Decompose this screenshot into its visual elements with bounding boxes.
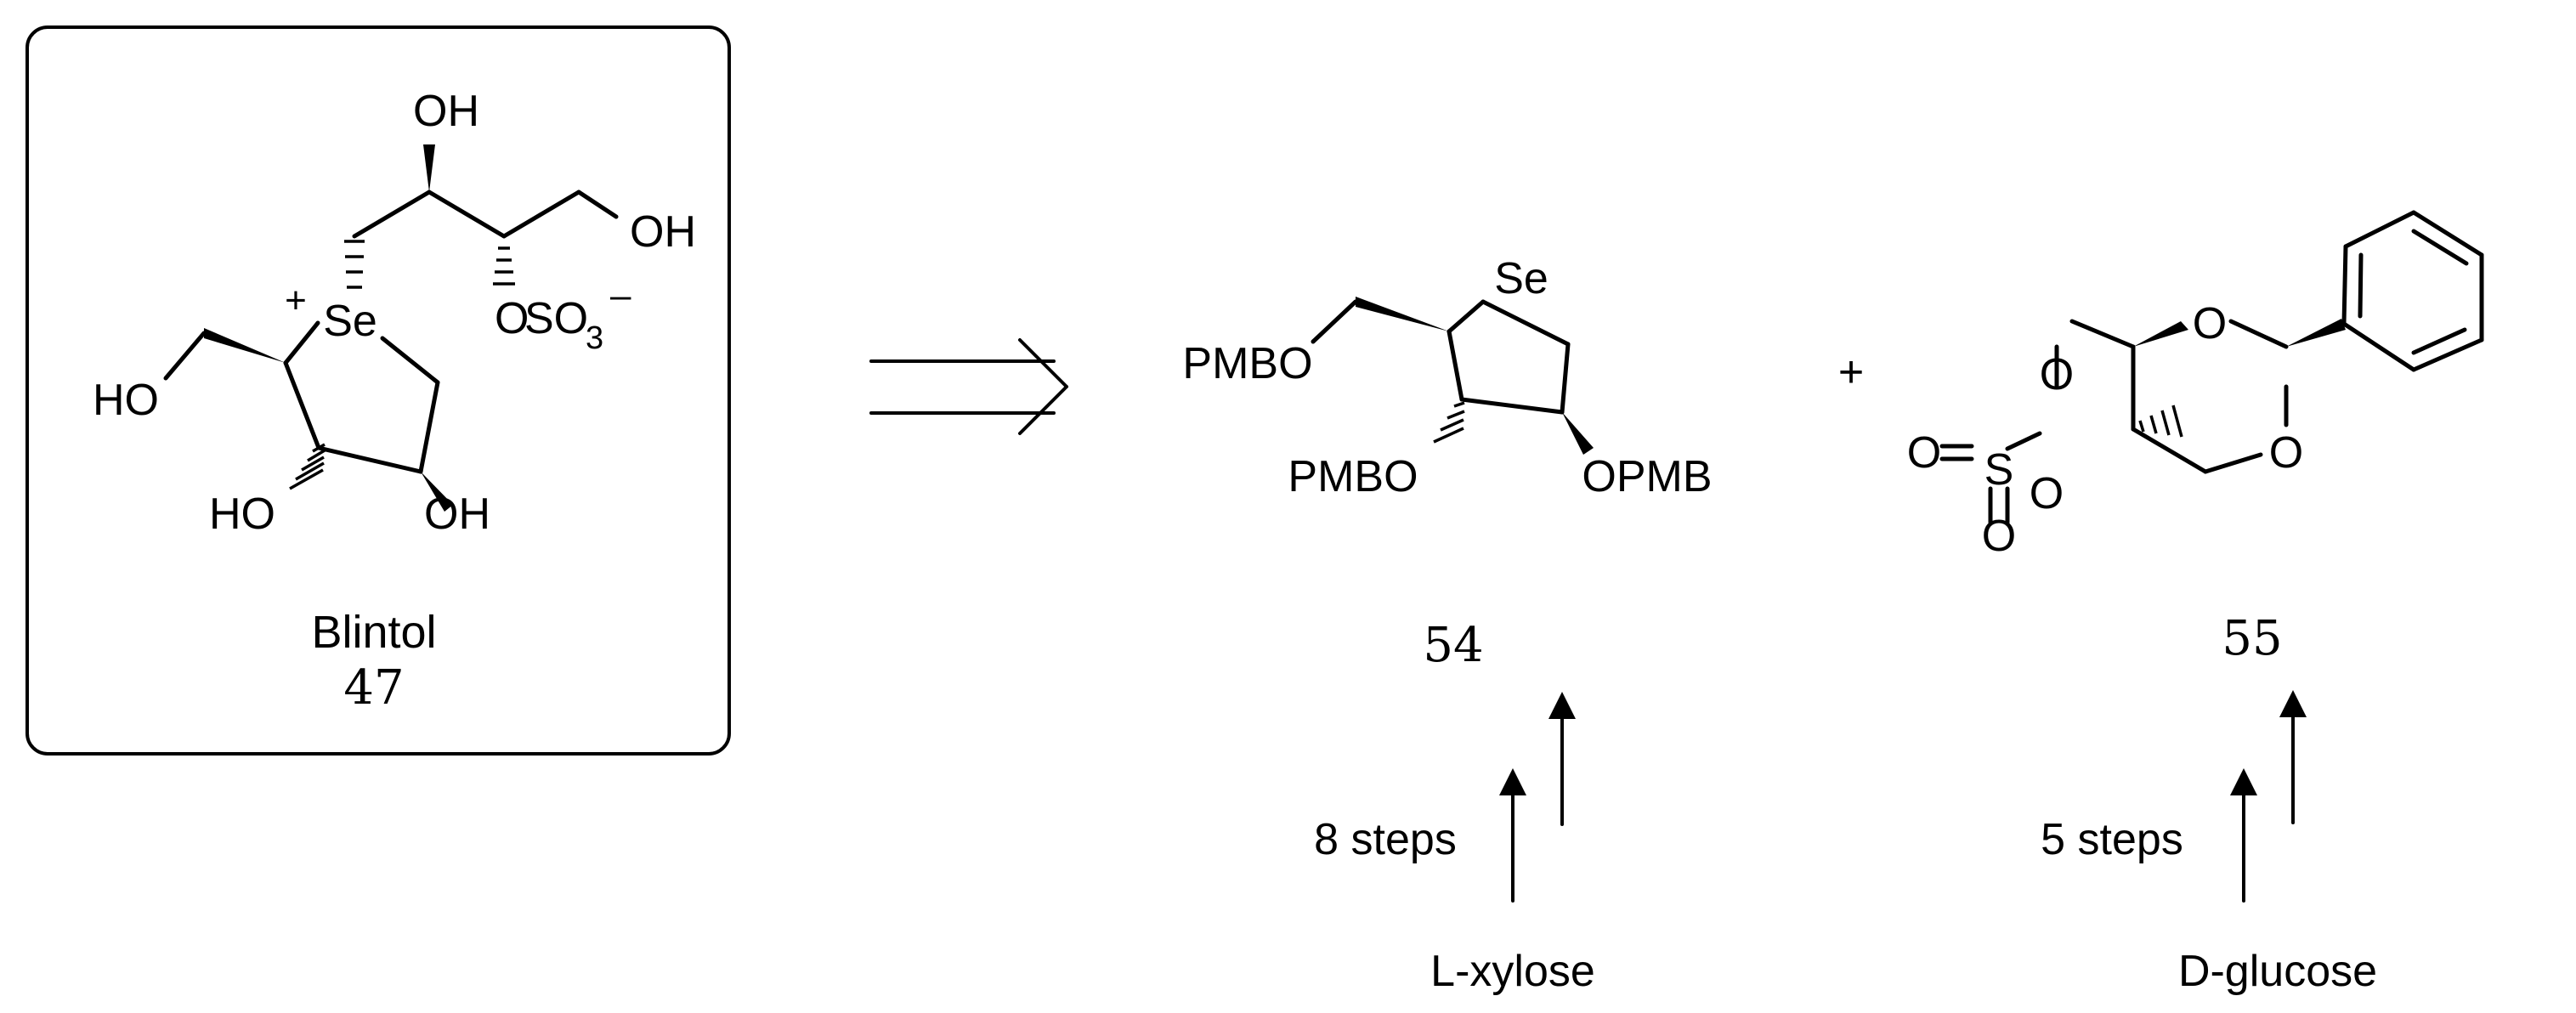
wedge-bond xyxy=(1356,297,1449,331)
compound-55-o1: O xyxy=(2040,350,2074,399)
wedge-bond xyxy=(2286,319,2346,347)
wedge-bond xyxy=(204,328,286,363)
hash-bond xyxy=(289,443,326,490)
wedge-bond xyxy=(2133,321,2188,347)
compound-55-o6: O xyxy=(2269,428,2303,478)
compound-54-number: 54 xyxy=(1423,618,1483,673)
compound-54-opmb: OPMB xyxy=(1582,452,1712,501)
compound-54-pmbo-bottom: PMBO xyxy=(1288,452,1418,501)
compound-54: Se PMBO PMBO OPMB 54 xyxy=(1182,254,1712,673)
blintol-ring xyxy=(283,320,440,474)
compound-47-name: Blintol xyxy=(311,607,436,658)
compound-47-number: 47 xyxy=(343,660,404,716)
blintol-sulfate-subscript: 3 xyxy=(586,320,603,356)
hash-bond xyxy=(344,240,365,289)
route-55: 5 steps D-glucose xyxy=(2041,690,2377,996)
benzene-ring xyxy=(2341,210,2484,372)
route-54-steps: 8 steps xyxy=(1314,815,1457,864)
compound-55-number: 55 xyxy=(2222,611,2282,666)
blintol-oh-bottom: OH xyxy=(424,490,490,539)
blintol-oh-top: OH xyxy=(413,87,479,136)
blintol-se: Se xyxy=(323,297,377,346)
compound-55-o2: O xyxy=(1907,428,1941,478)
wedge-bond xyxy=(423,144,435,192)
blintol-sulfate-so: SO xyxy=(524,294,588,343)
blintol-sulfate-o: O xyxy=(495,294,529,343)
hash-bond xyxy=(1433,401,1465,444)
route-54-start-material: L-xylose xyxy=(1430,947,1595,996)
blintol-box: OH OH + Se O SO 3 – HO HO OH Blintol 47 xyxy=(25,25,731,756)
compound-55-o3: O xyxy=(1982,512,2016,561)
route-55-start-material: D-glucose xyxy=(2178,947,2377,996)
wedge-bond xyxy=(1562,412,1594,455)
compound-55-s: S xyxy=(1984,445,2014,495)
hash-bond xyxy=(493,246,515,286)
wedge-bond xyxy=(421,472,453,512)
hash-bond xyxy=(2138,405,2183,438)
compound-54-pmbo-top: PMBO xyxy=(1182,339,1312,388)
blintol-oh-right: OH xyxy=(630,207,696,257)
compound-55-o4: O xyxy=(2030,469,2064,518)
blintol-ho-left: HO xyxy=(93,376,159,425)
retrosynthetic-arrow xyxy=(869,338,1068,435)
blintol-se-plus: + xyxy=(285,280,307,321)
route-54: 8 steps L-xylose xyxy=(1314,692,1595,996)
blintol-ho-bottom: HO xyxy=(209,490,275,539)
plus-sign: + xyxy=(1838,348,1864,397)
route-55-steps: 5 steps xyxy=(2041,815,2183,864)
blintol-sulfate-charge: – xyxy=(610,274,631,316)
compound-55: O O S O O O O 55 xyxy=(1907,210,2484,666)
compound-55-o5: O xyxy=(2193,299,2227,348)
compound-47-frame xyxy=(25,25,731,756)
compound-54-se: Se xyxy=(1494,254,1548,303)
